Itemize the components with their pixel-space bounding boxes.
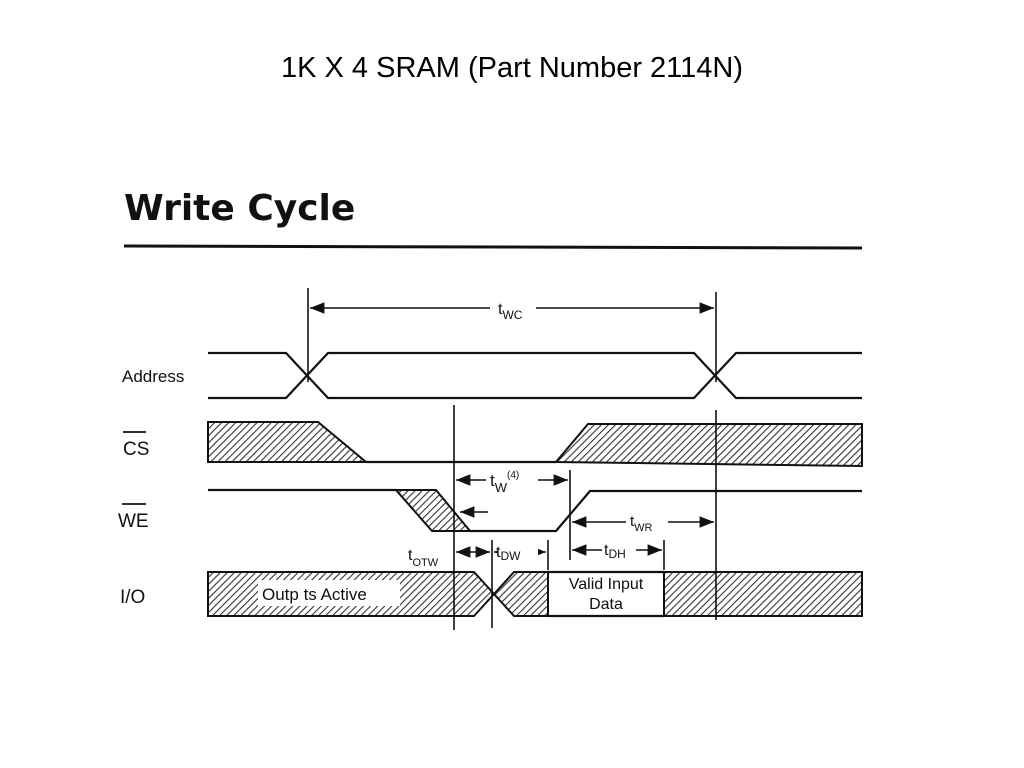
tdh-label: tDH [604, 542, 626, 561]
tw-label: tW(4) [490, 470, 519, 495]
twc-label: tWC [498, 301, 523, 322]
we-label: WE [118, 511, 149, 532]
address-label: Address [122, 367, 184, 386]
io-waveform [207, 570, 863, 618]
heading-rule [123, 244, 863, 250]
outputs-active-box [258, 580, 400, 606]
cs-waveform [207, 421, 863, 468]
timing-reference-lines [307, 288, 717, 630]
we-waveform [208, 488, 862, 533]
twr-label: tWR [630, 513, 653, 534]
io-label: I/O [120, 587, 145, 608]
tdw-dimension [494, 540, 546, 560]
cs-label: CS [123, 439, 149, 460]
valid-input-box [549, 574, 663, 614]
slide-title: 1K X 4 SRAM (Part Number 2114N) [280, 52, 744, 84]
address-waveform [208, 351, 862, 400]
totw-label: tOTW [408, 547, 439, 569]
valid-input-text-line1: Valid Input [569, 576, 644, 593]
tdw-label: tDW [496, 544, 521, 563]
valid-input-text-line2: Data [589, 596, 623, 613]
outputs-active-text: Outp ts Active [262, 585, 367, 604]
figure-heading: Write Cycle [124, 188, 355, 229]
